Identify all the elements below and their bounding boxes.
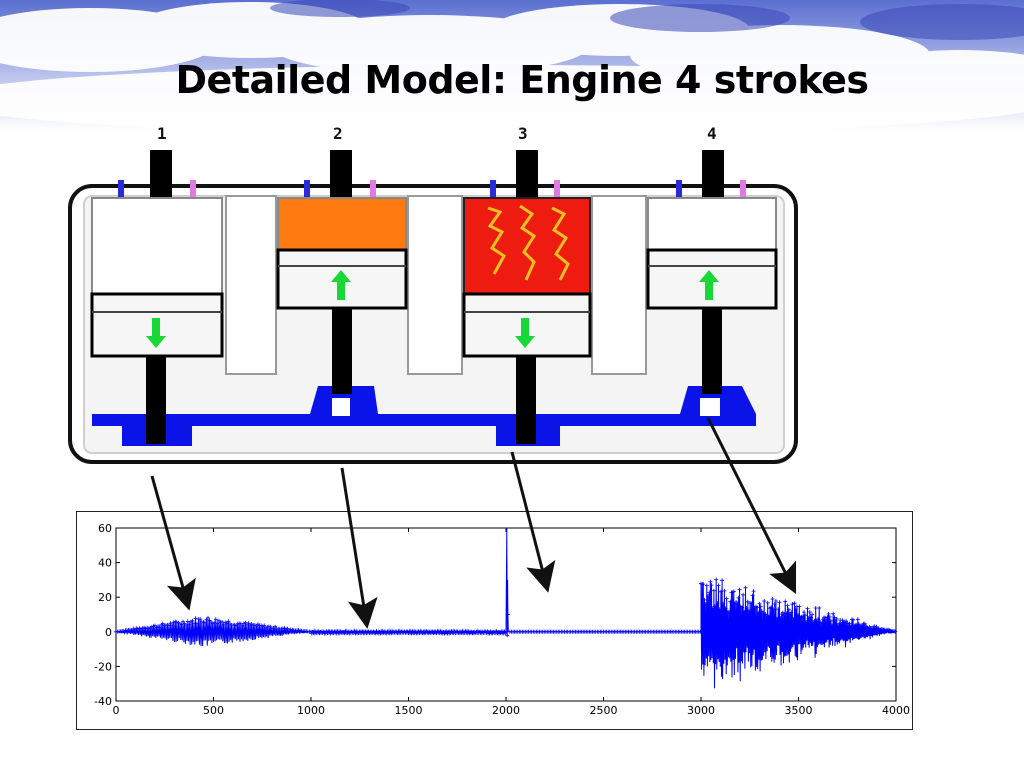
y-tick-label: 20 (98, 591, 112, 604)
intake-valve (118, 180, 124, 202)
block-gap (407, 195, 463, 375)
y-tick-label: 0 (105, 626, 112, 639)
exhaust-valve (740, 180, 746, 202)
y-tick-label: 40 (98, 557, 112, 570)
cylinder-number: 1 (157, 124, 167, 143)
combustion-chamber (647, 197, 777, 251)
vibration-plot: 0 500 1000 1500 2000 2500 3000 3500 4000 -40 -20 0 2… (94, 522, 910, 717)
y-tick-label: -20 (94, 660, 112, 673)
valve-stem (330, 150, 352, 200)
connecting-rod (516, 356, 536, 444)
up-arrow-icon (331, 270, 351, 300)
exhaust-valve (370, 180, 376, 202)
down-arrow-icon (515, 318, 535, 348)
cylinder-1: 1 (90, 124, 224, 444)
cylinder-number: 4 (707, 124, 717, 143)
y-tick-label: -40 (94, 695, 112, 708)
spark-icon (487, 204, 570, 281)
x-tick-label: 500 (203, 704, 224, 717)
intake-valve (304, 180, 310, 202)
x-tick-label: 3500 (785, 704, 813, 717)
block-gap (591, 195, 647, 375)
combustion-chamber-orange (277, 197, 407, 251)
down-arrow-icon (146, 318, 166, 348)
valve-stem (150, 150, 172, 200)
combustion-chamber (91, 197, 223, 295)
x-tick-label: 0 (113, 704, 120, 717)
intake-valve (676, 180, 682, 202)
up-arrow-icon (699, 270, 719, 300)
crank-gap (332, 398, 350, 416)
signal-markers (114, 577, 898, 638)
cylinder-4: 4 (646, 124, 778, 394)
x-tick-label: 3000 (687, 704, 715, 717)
x-tick-label: 4000 (882, 704, 910, 717)
valve-stem (516, 150, 538, 200)
x-tick-label: 1500 (395, 704, 423, 717)
connecting-rod (332, 308, 352, 394)
crankshaft (92, 386, 756, 446)
exhaust-valve (554, 180, 560, 202)
connecting-rod (702, 308, 722, 394)
y-tick-label: 60 (98, 522, 112, 535)
cylinder-3: 3 (462, 124, 592, 444)
valve-stem (702, 150, 724, 200)
connecting-rod (146, 356, 166, 444)
slide-title: Detailed Model: Engine 4 strokes (175, 58, 869, 102)
exhaust-valve (190, 180, 196, 202)
cylinder-number: 2 (333, 124, 343, 143)
cylinder-number: 3 (518, 124, 528, 143)
x-tick-label: 2000 (492, 704, 520, 717)
block-gap (225, 195, 277, 375)
x-tick-label: 1000 (297, 704, 325, 717)
crank-gap (700, 398, 720, 416)
sky-header-background (0, 0, 1024, 130)
cylinder-2: 2 (276, 124, 408, 394)
x-tick-label: 2500 (590, 704, 618, 717)
intake-valve (490, 180, 496, 202)
